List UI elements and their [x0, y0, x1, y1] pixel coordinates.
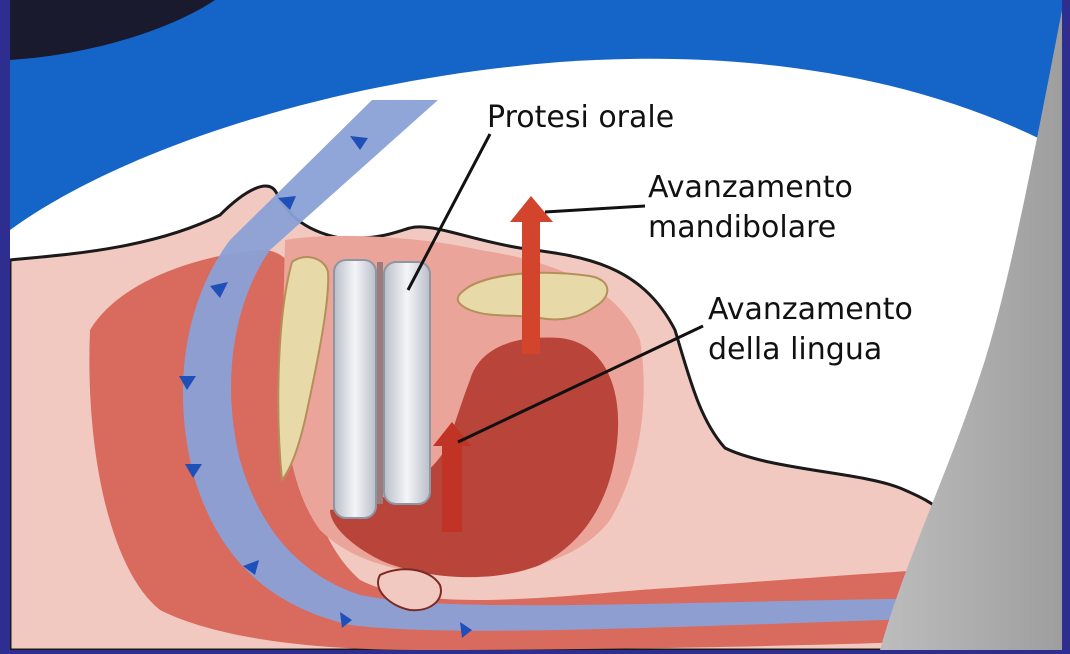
upper-splint: [334, 260, 376, 518]
label-protesi-orale-text: Protesi orale: [487, 100, 674, 135]
label-avanzamento-lingua: Avanzamento della lingua: [708, 290, 913, 370]
label-protesi-orale: Protesi orale: [487, 98, 674, 138]
label-avanzamento-lingua-line2: della lingua: [708, 330, 913, 370]
splint-joint: [377, 262, 383, 504]
oral-device: [334, 260, 430, 518]
label-avanzamento-mandibolare-line1: Avanzamento: [648, 168, 853, 208]
label-avanzamento-mandibolare-line2: mandibolare: [648, 208, 853, 248]
lower-splint: [384, 262, 430, 504]
label-avanzamento-lingua-line1: Avanzamento: [708, 290, 913, 330]
label-avanzamento-mandibolare: Avanzamento mandibolare: [648, 168, 853, 248]
